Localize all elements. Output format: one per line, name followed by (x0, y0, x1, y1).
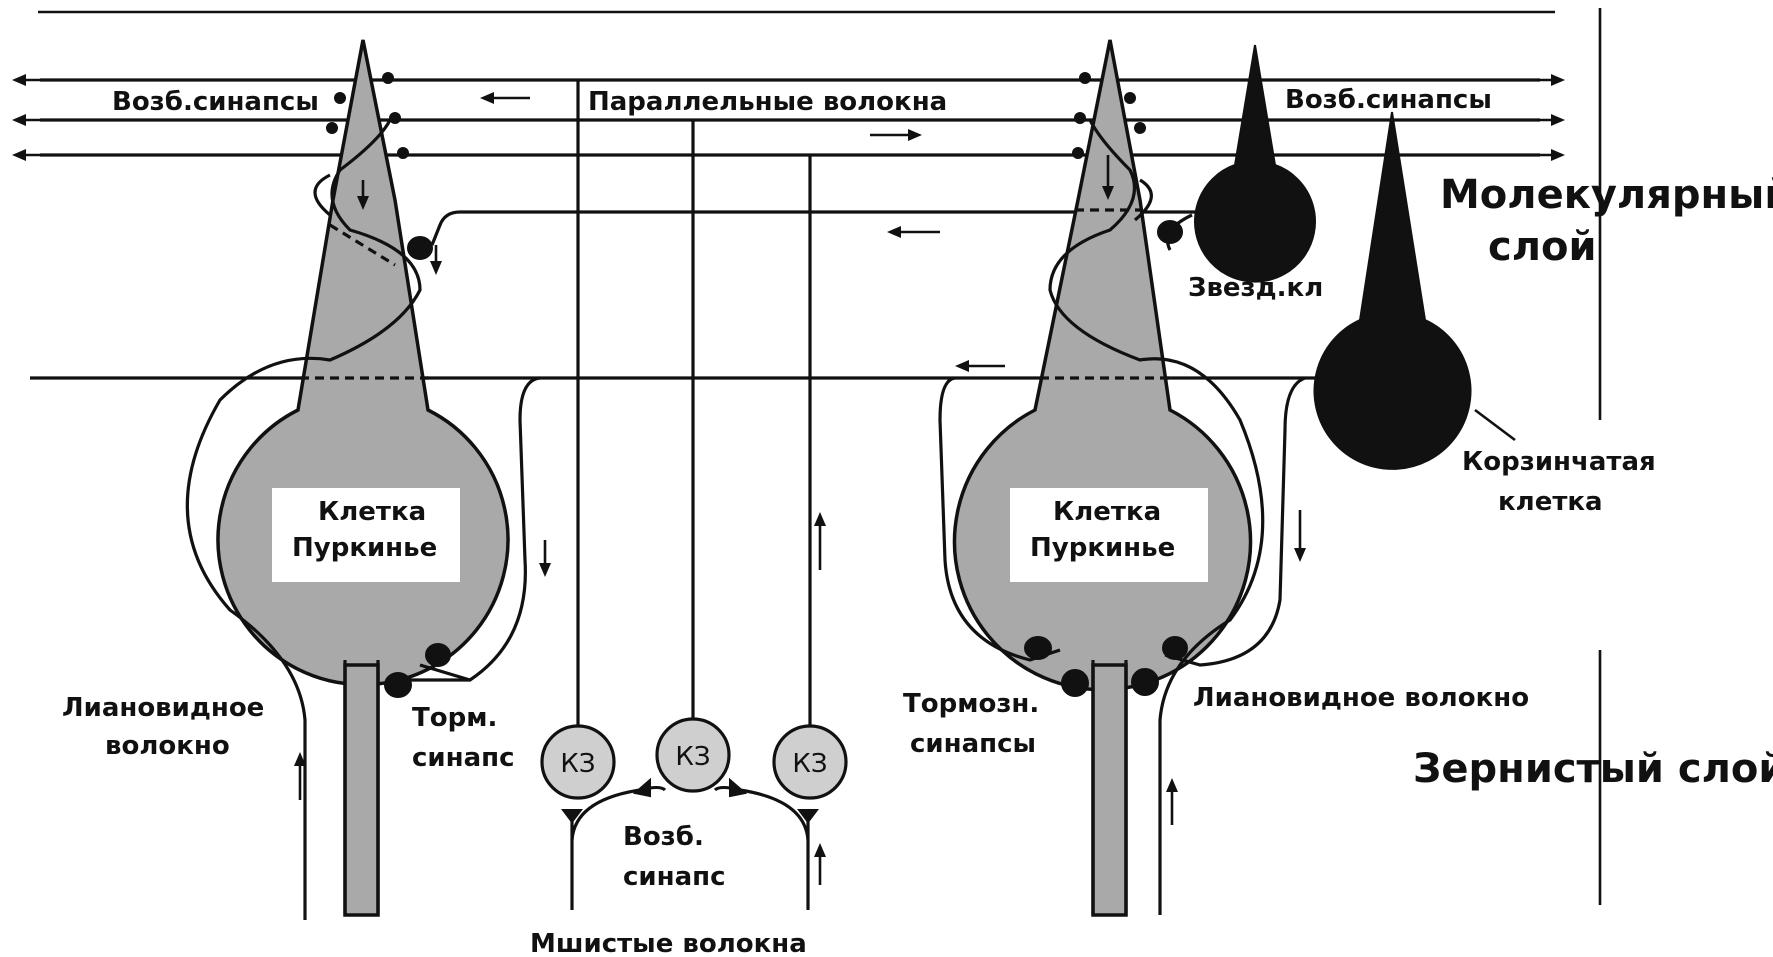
purkinje-left-label-2: Пуркинье (292, 533, 437, 563)
granule-cell-1 (540, 724, 616, 800)
purkinje-right-label-1: Клетка (1053, 497, 1161, 527)
inh-synapse-left-1 (425, 643, 451, 667)
mossy-fibers-label: Мшистые волокна (530, 929, 807, 957)
exc-synapses-left-label: Возб.синапсы (112, 87, 319, 117)
granule-cells (540, 80, 848, 800)
basket-cell-label-2: клетка (1498, 487, 1603, 517)
inh-synapse-label-2: синапс (412, 743, 515, 773)
basket-cell-label-1: Корзинчатая (1462, 447, 1656, 477)
inh-synapse-label-1: Торм. (412, 703, 497, 733)
purkinje-cell-right (952, 39, 1265, 917)
basket-fiber-right-a (938, 376, 1061, 662)
parallel-fibers-label: Параллельные волокна (588, 87, 947, 117)
purkinje-right-label-2: Пуркинье (1030, 533, 1175, 563)
granule-cell-1-label: КЗ (560, 749, 595, 779)
inh-synapses-label-2: синапсы (910, 729, 1036, 759)
stellate-cell-label: Звезд.кл (1188, 273, 1323, 303)
basket-fiber-left (419, 376, 541, 682)
granule-cell-3 (772, 724, 848, 800)
purkinje-left-label-box (272, 488, 460, 582)
inh-synapses-label-1: Тормозн. (903, 689, 1039, 719)
molecular-layer-label-2: слой (1488, 224, 1597, 270)
inh-synapse-left-2 (384, 672, 412, 698)
stellate-cell (1166, 44, 1316, 283)
molecular-layer-label-1: Молекулярный (1440, 172, 1773, 218)
basket-fiber-right-b (1164, 376, 1306, 667)
exc-synapses-right-label: Возб.синапсы (1285, 85, 1492, 115)
purkinje-cell-left (185, 39, 510, 920)
granule-cell-3-label: КЗ (792, 749, 827, 779)
granule-cell-2 (655, 717, 731, 793)
stellate-axon (430, 210, 1200, 246)
mossy-fibers (561, 777, 826, 910)
granular-layer-label: Зернистый слой (1413, 746, 1773, 792)
exc-synapse-bottom-label-2: синапс (623, 862, 726, 892)
parallel-fibers (12, 74, 1565, 161)
climbing-fiber-right-label: Лиановидное волокно (1193, 683, 1529, 713)
climbing-fiber-left-label-1: Лиановидное (62, 693, 264, 723)
purkinje-right-label-box (1010, 488, 1208, 582)
granule-cell-2-label: КЗ (675, 742, 710, 772)
exc-synapse-bottom-label-1: Возб. (623, 822, 704, 852)
basket-cell (1313, 111, 1516, 470)
climbing-fiber-left-label-2: волокно (105, 731, 230, 761)
purkinje-left-label-1: Клетка (318, 497, 426, 527)
